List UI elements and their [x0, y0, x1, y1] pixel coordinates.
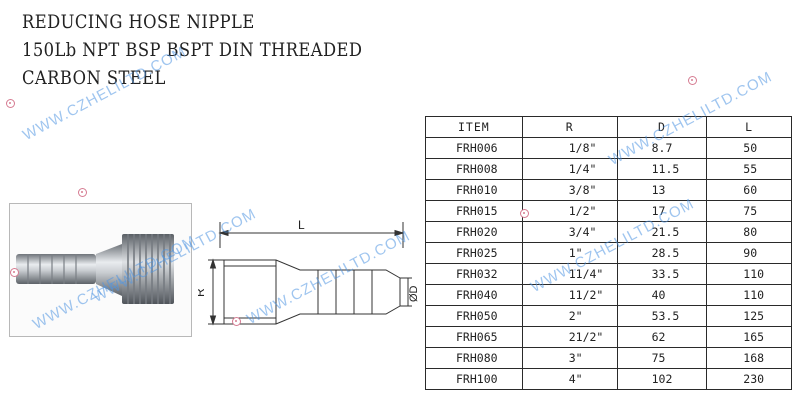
cell-d: 75 — [616, 347, 708, 369]
length-label: L — [298, 218, 305, 232]
cell-l: 50 — [706, 137, 792, 159]
cell-l: 110 — [706, 263, 792, 285]
cell-d: 13 — [616, 179, 708, 201]
product-title: REDUCING HOSE NIPPLE — [22, 11, 255, 33]
cell-item: FRH008 — [425, 158, 523, 180]
cell-r: 4" — [521, 368, 618, 390]
header-r: R — [521, 116, 618, 138]
dimension-drawing: L R ØD — [193, 218, 420, 326]
watermark-logo-icon — [6, 99, 15, 108]
cell-d: 53.5 — [616, 305, 708, 327]
cell-l: 110 — [706, 284, 792, 306]
technical-drawing: L R ØD — [193, 218, 420, 344]
cell-d: 21.5 — [616, 221, 708, 243]
watermark-logo-icon — [520, 209, 529, 218]
cell-l: 75 — [706, 200, 792, 222]
cell-item: FRH020 — [425, 221, 523, 243]
cell-r: 11/2" — [521, 284, 618, 306]
table-header-row: ITEM R D L — [425, 116, 792, 138]
cell-d: 40 — [616, 284, 708, 306]
cell-r: 21/2" — [521, 326, 618, 348]
cell-r: 1/4" — [521, 158, 618, 180]
diameter-label: ØD — [408, 285, 420, 302]
cell-item: FRH032 — [425, 263, 523, 285]
header-item: ITEM — [425, 116, 523, 138]
watermark-logo-icon — [232, 317, 241, 326]
watermark-logo-icon — [688, 76, 697, 85]
title-block: REDUCING HOSE NIPPLE 150Lb NPT BSP BSPT … — [22, 8, 418, 92]
cell-d: 33.5 — [616, 263, 708, 285]
cell-item: FRH010 — [425, 179, 523, 201]
cell-l: 90 — [706, 242, 792, 264]
cell-item: FRH080 — [425, 347, 523, 369]
header-l: L — [706, 116, 792, 138]
cell-l: 168 — [706, 347, 792, 369]
watermark-logo-icon — [78, 188, 87, 197]
hose-nipple-illustration — [16, 234, 174, 304]
cell-r: 11/4" — [521, 263, 618, 285]
cell-d: 102 — [616, 368, 708, 390]
header-d: D — [616, 116, 708, 138]
cell-r: 3" — [521, 347, 618, 369]
cell-d: 8.7 — [616, 137, 708, 159]
cell-l: 125 — [706, 305, 792, 327]
cell-item: FRH015 — [425, 200, 523, 222]
cell-r: 3/8" — [521, 179, 618, 201]
product-photo — [9, 203, 192, 337]
cell-r: 1/8" — [521, 137, 618, 159]
watermark-logo-icon — [10, 268, 19, 277]
cell-l: 60 — [706, 179, 792, 201]
cell-l: 55 — [706, 158, 792, 180]
cell-d: 28.5 — [616, 242, 708, 264]
cell-item: FRH025 — [425, 242, 523, 264]
cell-r: 2" — [521, 305, 618, 327]
cell-r: 3/4" — [521, 221, 618, 243]
cell-item: FRH040 — [425, 284, 523, 306]
cell-item: FRH050 — [425, 305, 523, 327]
cell-d: 17 — [616, 200, 708, 222]
cell-r: 1/2" — [521, 200, 618, 222]
cell-item: FRH100 — [425, 368, 523, 390]
cell-item: FRH065 — [425, 326, 523, 348]
cell-l: 230 — [706, 368, 792, 390]
product-material: CARBON STEEL — [22, 67, 166, 89]
product-subtitle: 150Lb NPT BSP BSPT DIN THREADED — [22, 39, 363, 61]
cell-item: FRH006 — [425, 137, 523, 159]
cell-d: 11.5 — [616, 158, 708, 180]
cell-l: 80 — [706, 221, 792, 243]
cell-r: 1" — [521, 242, 618, 264]
cell-l: 165 — [706, 326, 792, 348]
thread-label: R — [198, 288, 207, 297]
cell-d: 62 — [616, 326, 708, 348]
